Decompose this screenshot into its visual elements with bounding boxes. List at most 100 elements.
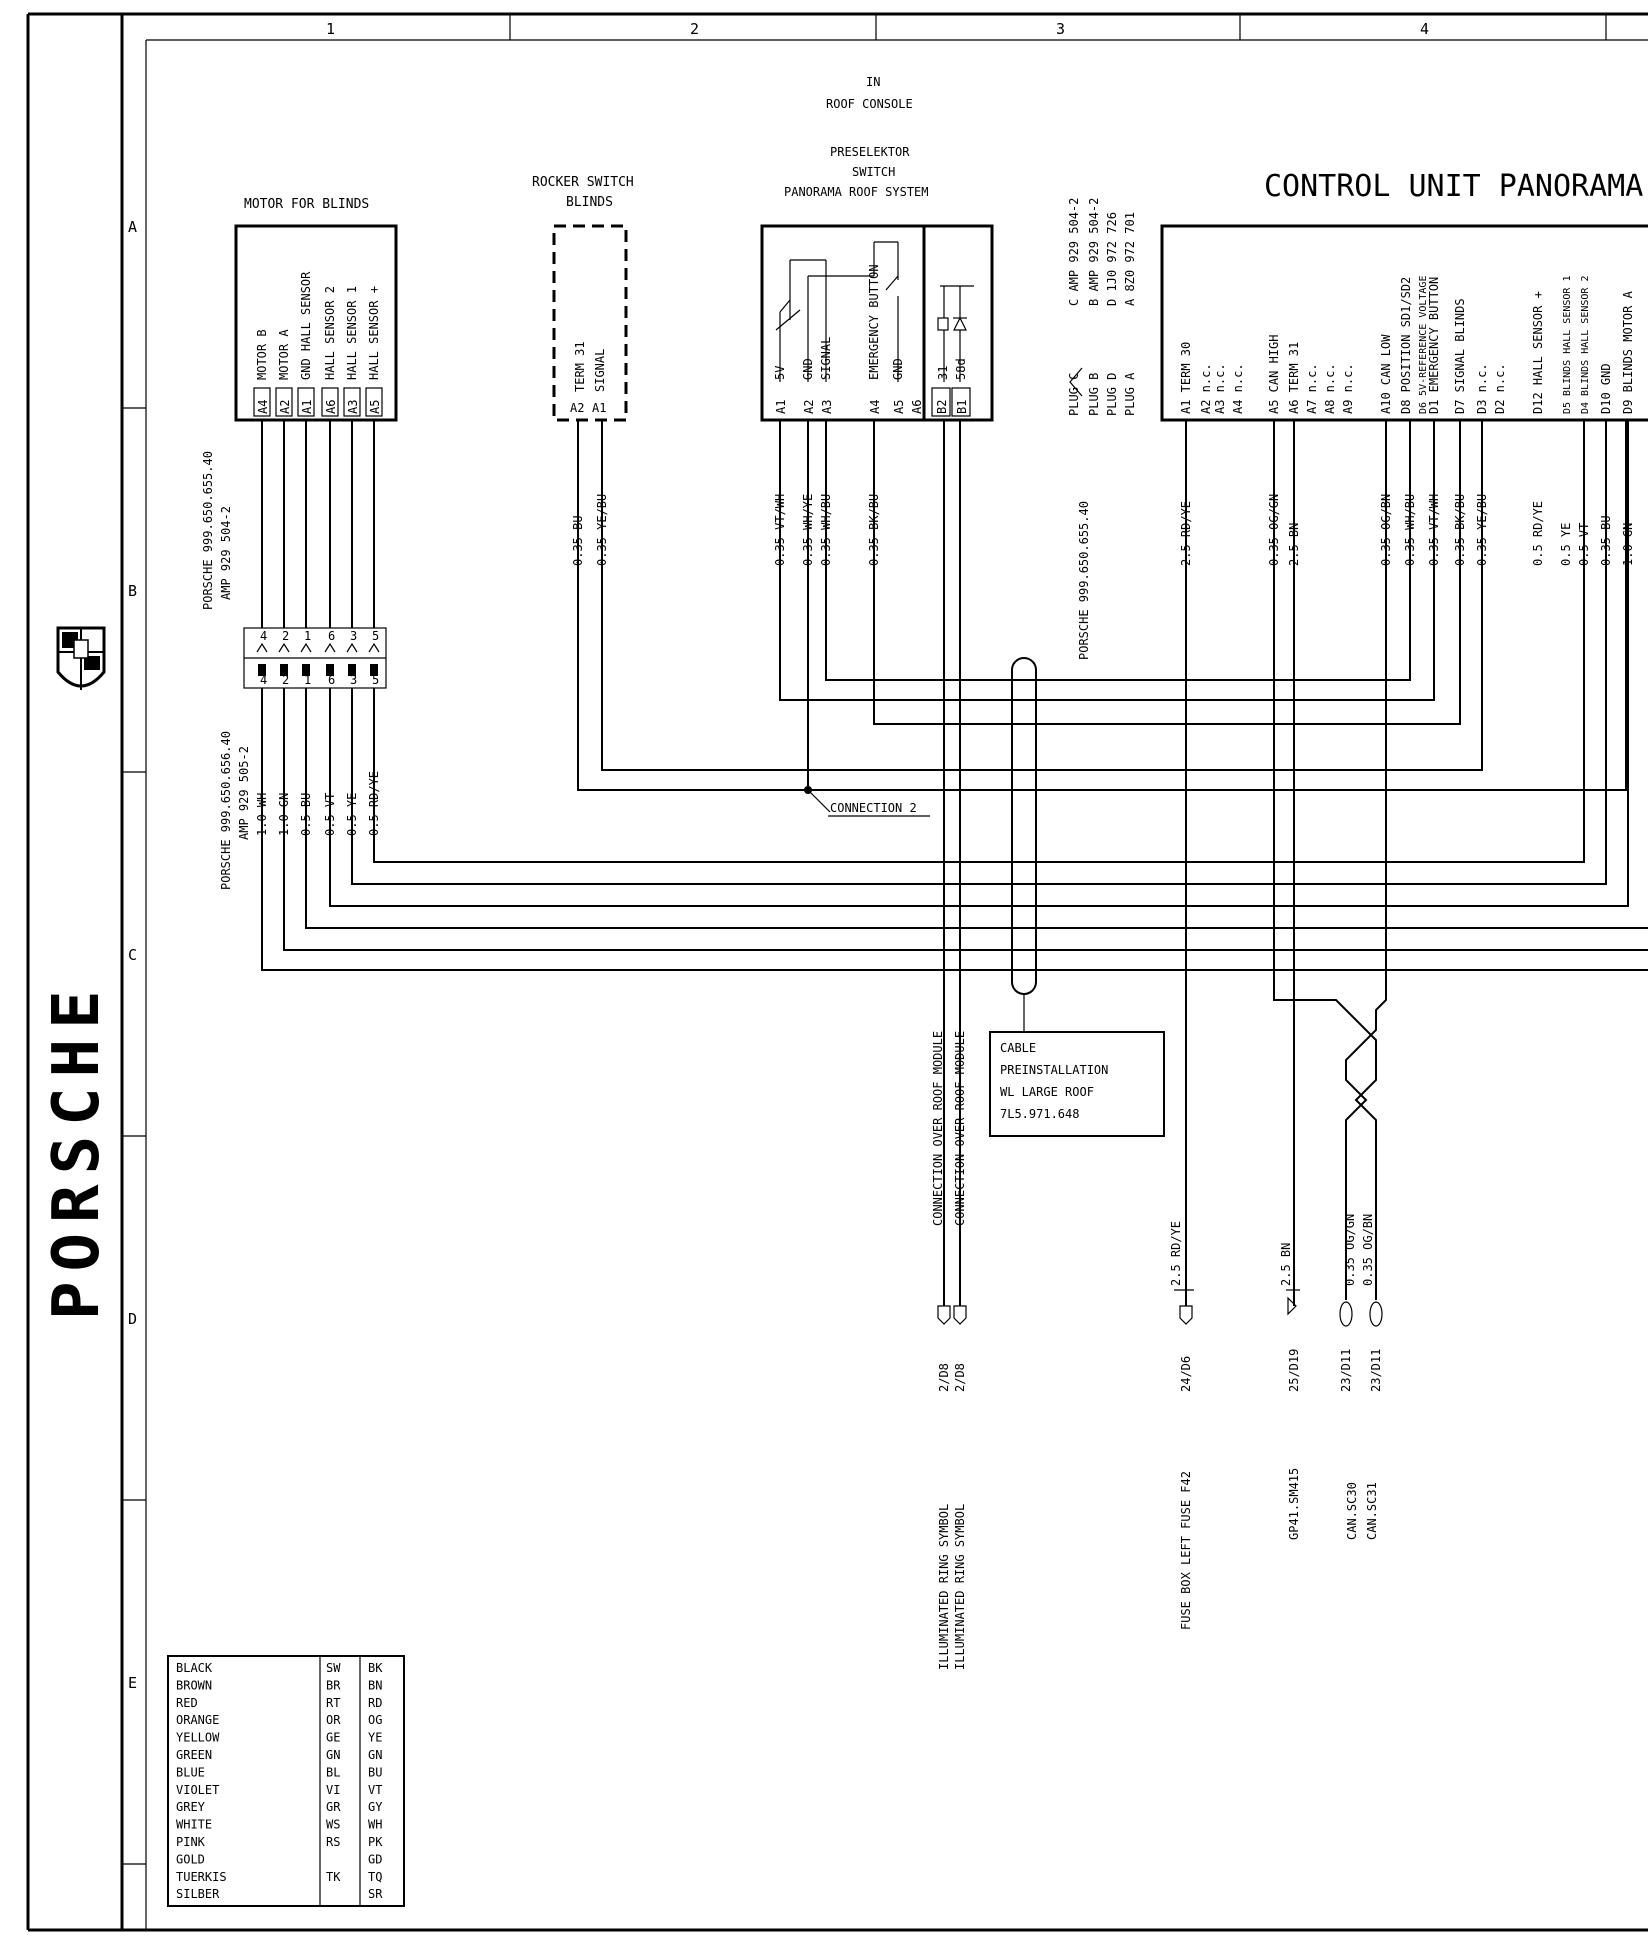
rocker-switch-blinds: ROCKER SWITCH BLINDS TERM 31 SIGNAL A2 A…	[532, 175, 634, 422]
row-markers: A B C D E	[128, 218, 137, 1692]
motor-pin-number: A2	[278, 400, 292, 414]
preselector-wire-label: 0.35 VT/WH	[773, 494, 787, 566]
cu-a-wire-label: 0.35 OG/BN	[1379, 494, 1393, 566]
cu-d-wire-label: 0.35 VT/WH	[1427, 494, 1441, 566]
cu-d-wire-label: 0.5 YE	[1559, 523, 1573, 566]
row-b-label: B	[128, 582, 137, 600]
legend-color-de: WS	[326, 1818, 340, 1832]
connector-pin-upper: 5	[372, 629, 379, 643]
cu-d-wire-label: 0.5 VT	[1577, 523, 1591, 566]
legend-color-name: PINK	[176, 1835, 206, 1849]
motor-pin-box	[275, 387, 293, 417]
motor-pin-box	[297, 387, 315, 417]
connector-pin-upper: 6	[328, 629, 335, 643]
cu-plug-part: C AMP 929 504-2	[1067, 198, 1081, 306]
cable-label-4: 7L5.971.648	[1000, 1107, 1079, 1121]
preselector-pin-number: A3	[820, 400, 834, 414]
cable-label-1: CABLE	[1000, 1041, 1036, 1055]
column-2-label: 2	[690, 20, 699, 38]
connector-pin-arrow	[324, 642, 336, 653]
connector-pin-socket	[326, 664, 334, 676]
terminal-destination: ILLUMINATED RING SYMBOL	[953, 1504, 967, 1670]
legend-color-de: VI	[326, 1783, 340, 1797]
inline-connector: PORSCHE 999.650.655.40 AMP 929 504-2 442…	[201, 451, 387, 890]
cu-pin: A9 n.c.	[1341, 363, 1355, 414]
terminal-ref: 23/D11	[1369, 1349, 1383, 1392]
preselector-pin-number: A6	[910, 400, 924, 414]
legend-color-en: BK	[368, 1661, 383, 1675]
control-unit-panorama: CONTROL UNIT PANORAMA C AMP 929 504-2PLU…	[1067, 169, 1648, 660]
connector-pin-socket	[348, 664, 356, 676]
cu-pin: D3 n.c.	[1475, 363, 1489, 414]
cu-pin: D2 n.c.	[1493, 363, 1507, 414]
control-unit-a-wires	[1185, 420, 1387, 1306]
legend-color-name: GOLD	[176, 1852, 205, 1866]
motor-pin-number: A3	[346, 400, 360, 414]
legend-color-en: BN	[368, 1678, 382, 1692]
preselector-title-3: PRESELEKTOR	[830, 145, 910, 159]
connection2-leader	[807, 789, 831, 813]
cu-pin: A5 CAN HIGH	[1267, 335, 1281, 414]
connector-pin-lower: 3	[350, 673, 357, 687]
cu-pin: D1 EMERGENCY BUTTON	[1427, 277, 1441, 414]
connector-pin-arrow	[300, 642, 312, 653]
connector-pin-socket	[302, 664, 310, 676]
motor-pin-number: A6	[324, 400, 338, 414]
legend-color-name: ORANGE	[176, 1713, 219, 1727]
preselector-pin-number: A2	[802, 400, 816, 414]
legend-color-en: TQ	[368, 1870, 382, 1884]
cu-pin: D12 HALL SENSOR +	[1531, 291, 1545, 414]
legend-color-de: SW	[326, 1661, 341, 1675]
connector-pin-arrow	[368, 642, 380, 653]
motor-pin-box	[365, 387, 383, 417]
connector-pin-arrow	[346, 642, 358, 653]
motor-pin-label: MOTOR B	[255, 329, 269, 380]
cu-connector-ref: PORSCHE 999.650.655.40	[1077, 501, 1091, 660]
cu-pin: A4 n.c.	[1231, 363, 1245, 414]
sheet-frame	[26, 12, 1648, 1932]
legend-color-en: BU	[368, 1765, 382, 1779]
rocker-pin-label-0: TERM 31	[573, 341, 587, 392]
legend-color-name: YELLOW	[176, 1731, 220, 1745]
rocker-title-2: BLINDS	[566, 195, 613, 210]
preselector-title-1: IN	[866, 75, 880, 89]
preselector-pin-label: SIGNAL	[819, 337, 833, 380]
rocker-wire-label: 0.35 YE/BU	[595, 494, 609, 566]
lower-can-wire-1: 0.35 OG/BN	[1361, 1214, 1375, 1286]
terminal-destination: FUSE BOX LEFT FUSE F42	[1179, 1471, 1193, 1630]
legend-color-en: GD	[368, 1852, 382, 1866]
legend-color-name: VIOLET	[176, 1783, 219, 1797]
legend-color-name: GREY	[176, 1800, 206, 1814]
cable-bundle-loop	[1011, 657, 1037, 995]
cu-pin: D10 GND	[1599, 363, 1613, 414]
legend-color-de: BL	[326, 1765, 340, 1779]
connector-lower-amp: AMP 929 505-2	[237, 746, 251, 840]
legend-color-de: RS	[326, 1835, 340, 1849]
terminal-destination: CAN.SC31	[1365, 1482, 1379, 1540]
legend-color-name: GREEN	[176, 1748, 212, 1762]
legend-color-de: OR	[326, 1713, 341, 1727]
legend-color-name: BLUE	[176, 1765, 205, 1779]
preselector-switch: IN ROOF CONSOLE PRESELEKTOR SWITCH PANOR…	[760, 75, 994, 422]
legend-color-de: GE	[326, 1731, 340, 1745]
connector-upper-ref: PORSCHE 999.650.655.40	[201, 451, 215, 610]
terminal-destination: GP41.SM415	[1287, 1468, 1301, 1540]
cu-pin: D6 5V-REFERENCE VOLTAGE	[1418, 276, 1429, 414]
cable-label-2: PREINSTALLATION	[1000, 1063, 1108, 1077]
cu-pin: A2 n.c.	[1199, 363, 1213, 414]
cu-plug-part: B AMP 929 504-2	[1087, 198, 1101, 306]
control-unit-title: CONTROL UNIT PANORAMA	[1264, 169, 1643, 204]
legend-color-de: BR	[326, 1678, 341, 1692]
motor-wire-label: 0.5 YE	[345, 793, 359, 836]
legend-color-en: WH	[368, 1818, 382, 1832]
column-3-label: 3	[1056, 20, 1065, 38]
cu-d-wire-label: 0.5 RD/YE	[1531, 501, 1545, 566]
connector-pin-upper: 4	[260, 629, 267, 643]
motor-wire-label: 0.5 BU	[299, 793, 313, 836]
motor-pin-number: A5	[368, 400, 382, 414]
preselector-pin-number: A1	[774, 400, 788, 414]
cu-pin: A1 TERM 30	[1179, 342, 1193, 414]
motor-pin-label: MOTOR A	[277, 329, 291, 380]
